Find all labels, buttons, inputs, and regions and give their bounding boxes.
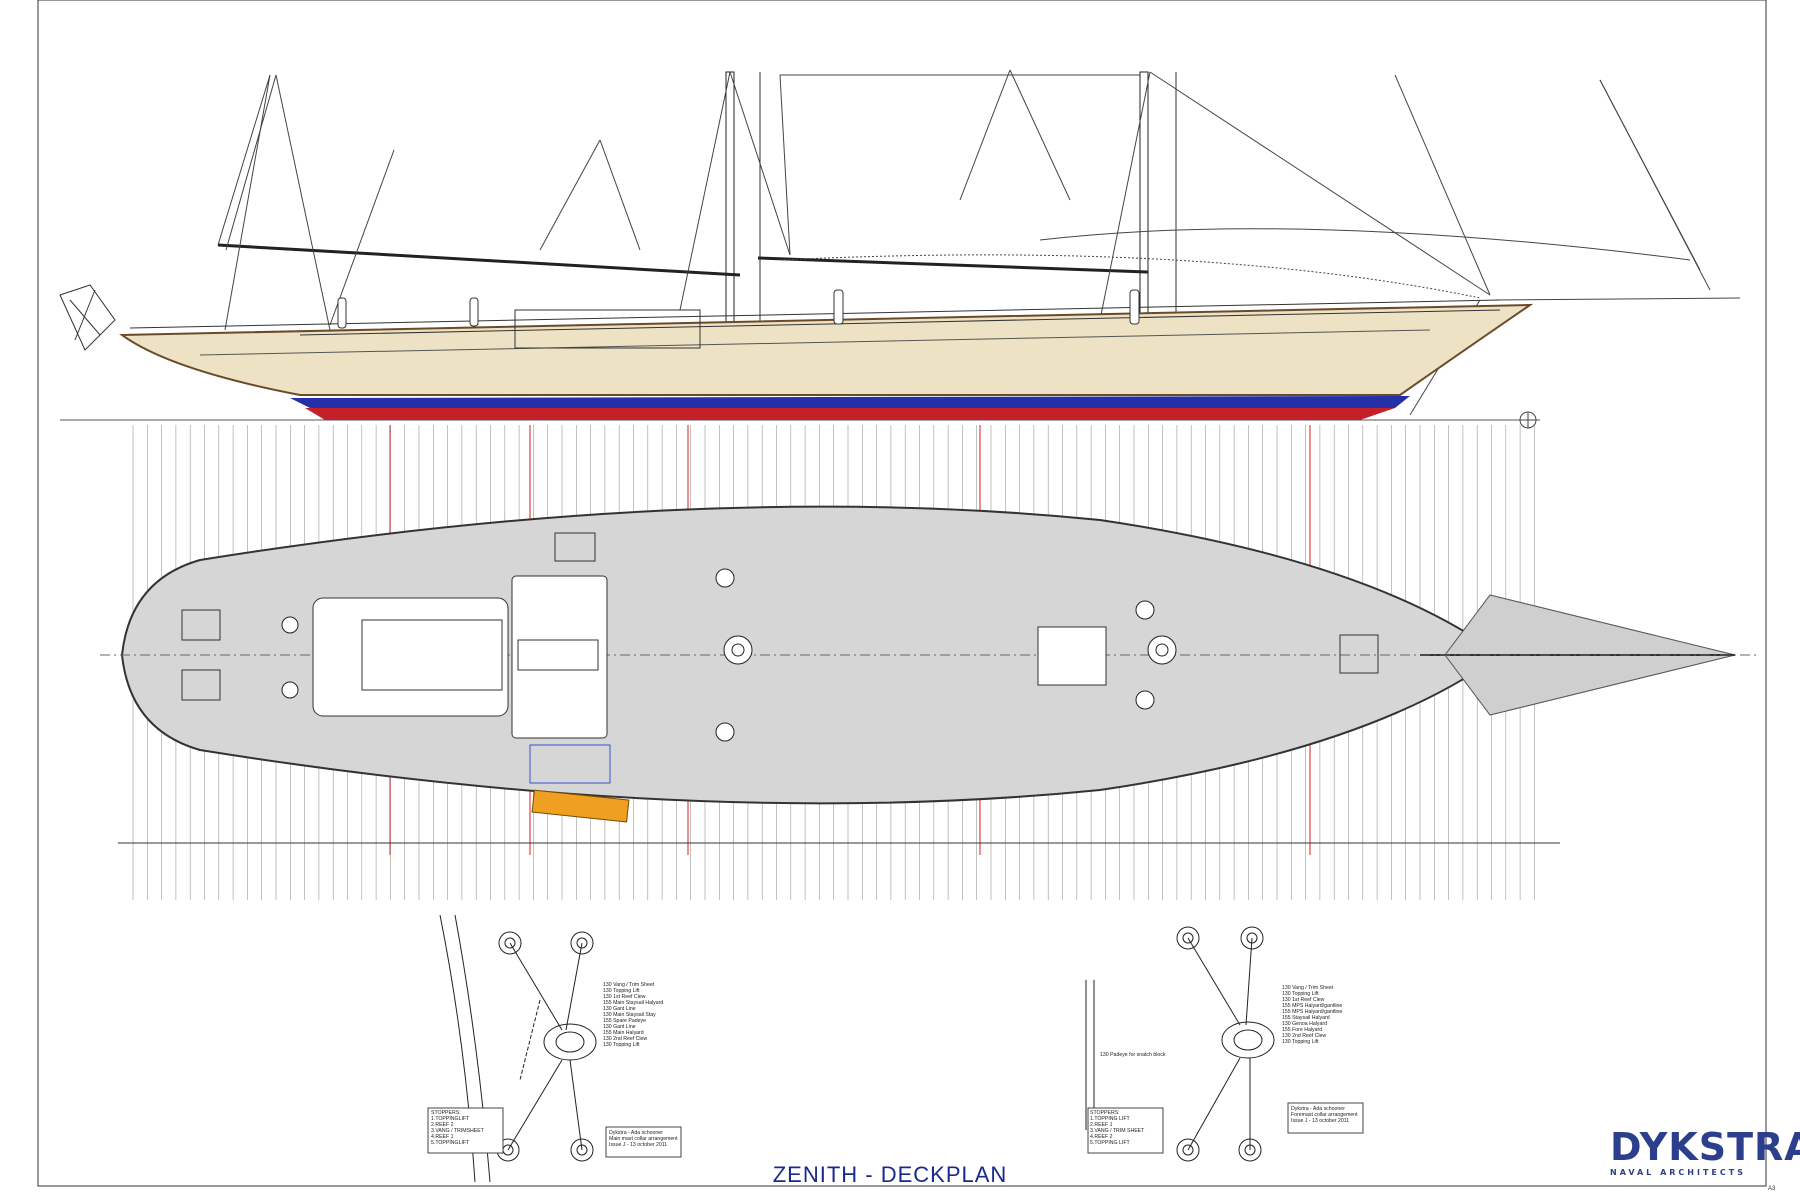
fore-detail-padeye-note: 130 Padeye for snatch block <box>1100 1052 1166 1058</box>
line-label: 130 Topping Lift <box>1282 991 1319 997</box>
line-label: 130 2nd Reef Clew <box>603 1036 648 1042</box>
line-label: 155 Main Staysail Halyard <box>603 1000 664 1006</box>
drawing-border <box>37 0 1767 1187</box>
ensign-flag <box>59 284 116 351</box>
main-detail-caption: Dykstra - Ada schooner Main mast collar … <box>609 1130 678 1148</box>
line-label: 130 2nd Reef Clew <box>1282 1033 1327 1039</box>
line-label: 130 Topping Lift <box>1282 1039 1319 1045</box>
line-label: 130 Vang / Trim Sheet <box>1282 985 1334 991</box>
fore-detail-caption: Dykstra - Ada schooner Foremast collar a… <box>1291 1106 1358 1124</box>
hull-antifouling <box>305 408 1395 420</box>
line-label: 130 Gant Line <box>603 1006 636 1012</box>
line-label: 155 MPS Halyard/gantline <box>1282 1003 1343 1009</box>
line-label: 130 Vang / Trim Sheet <box>603 982 655 988</box>
main-mast-collar-detail <box>427 914 682 1183</box>
line-label: 130 1st Reef Clew <box>603 994 646 1000</box>
line-label: 130 1st Reef Clew <box>1282 997 1325 1003</box>
logo-wordmark: DYKSTRA <box>1610 1125 1800 1169</box>
passerelle <box>531 789 630 823</box>
drawing-title: ZENITH - DECKPLAN <box>772 1162 1008 1187</box>
main-detail-stoppers: STOPPERS: 1.TOPPINGLIFT 2.REEF 2 3.VANG … <box>431 1110 484 1146</box>
fore-mast-collar-detail <box>1085 926 1364 1162</box>
hatches <box>181 532 1379 784</box>
deck-plan <box>100 505 1760 844</box>
line-label: 130 Gant Line <box>603 1024 636 1030</box>
rigging <box>217 69 1741 416</box>
line-label: 155 Staysail Halyard <box>1282 1015 1330 1021</box>
crew-figures <box>337 289 1140 329</box>
sheet-size: A3 <box>1768 1186 1776 1192</box>
deckhouse-plan <box>312 575 1107 739</box>
line-label: 155 Spare Padeye <box>603 1018 646 1024</box>
sail-plan-profile <box>59 69 1741 429</box>
deckhouse <box>129 299 1501 349</box>
line-label: 130 Genoa Halyard <box>1282 1021 1327 1027</box>
logo-subtitle: NAVAL ARCHITECTS <box>1610 1168 1746 1177</box>
line-label: 130 Main Staysail Stay <box>603 1012 656 1018</box>
hull-boottop <box>290 396 1410 408</box>
winches <box>281 568 1177 742</box>
line-label: 130 Topping Lift <box>603 1042 640 1048</box>
fore-detail-stoppers: STOPPERS: 1.TOPPING LIFT 2.REEF 1 3.VANG… <box>1090 1110 1145 1146</box>
main-boom <box>217 243 741 277</box>
dykstra-logo: DYKSTRA NAVAL ARCHITECTS <box>1610 1125 1800 1177</box>
line-label: 130 Topping Lift <box>603 988 640 994</box>
mainmast <box>1139 71 1177 323</box>
line-label: 155 Main Halyard <box>603 1030 644 1036</box>
line-label: 155 MPS Halyard/gantline <box>1282 1009 1343 1015</box>
hull-topside <box>119 303 1534 396</box>
line-label: 155 Fore Halyard <box>1282 1027 1323 1033</box>
